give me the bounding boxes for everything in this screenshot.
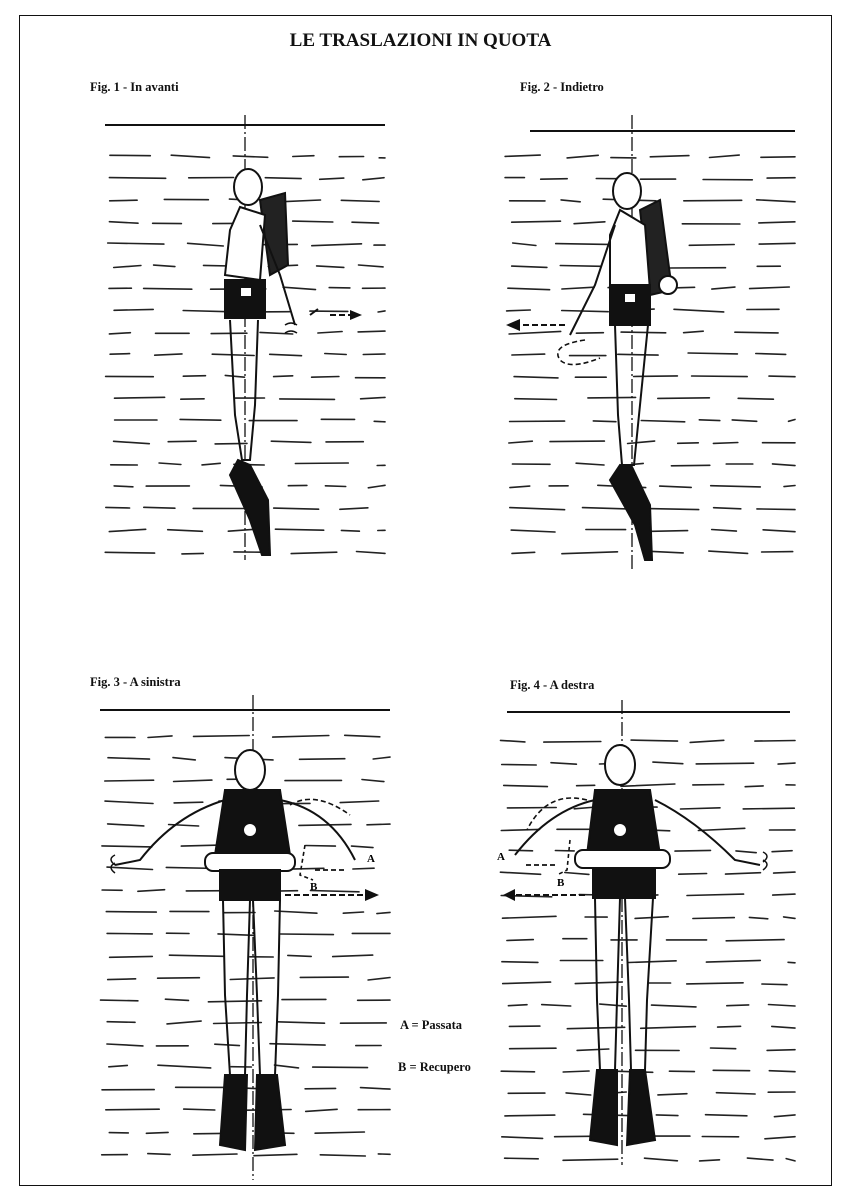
figure-1-forward bbox=[100, 115, 390, 565]
page-title: LE TRASLAZIONI IN QUOTA bbox=[0, 30, 841, 52]
diver-side-backward-illustration bbox=[500, 115, 800, 575]
mark-b: B bbox=[557, 877, 565, 889]
figure-3-left: A B bbox=[95, 695, 395, 1185]
diver-front-right-illustration: A B bbox=[495, 700, 800, 1170]
legend-a: A = Passata bbox=[400, 1018, 462, 1033]
mark-a: A bbox=[367, 853, 375, 865]
figure-caption-2: Fig. 2 - Indietro bbox=[520, 80, 604, 95]
figure-caption-1: Fig. 1 - In avanti bbox=[90, 80, 179, 95]
diver-side-forward-illustration bbox=[100, 115, 390, 565]
figure-2-backward bbox=[500, 115, 800, 575]
legend-b: B = Recupero bbox=[398, 1060, 471, 1075]
figure-caption-3: Fig. 3 - A sinistra bbox=[90, 675, 181, 690]
figure-caption-4: Fig. 4 - A destra bbox=[510, 678, 594, 693]
mark-a: A bbox=[497, 851, 505, 863]
figure-4-right: A B bbox=[495, 700, 800, 1170]
diver-front-left-illustration: A B bbox=[95, 695, 395, 1185]
mark-b: B bbox=[310, 881, 318, 893]
